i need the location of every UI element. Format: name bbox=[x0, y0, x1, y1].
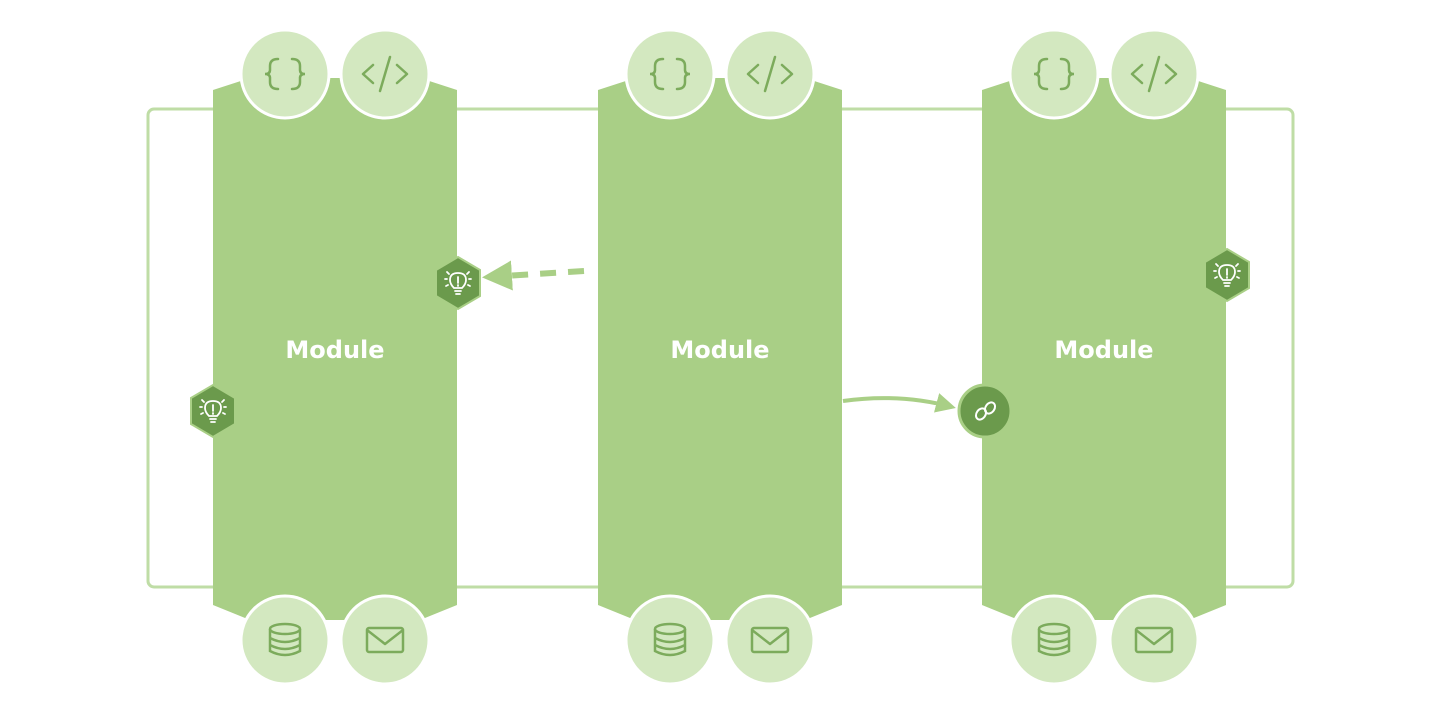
module-2[interactable]: Module bbox=[598, 78, 842, 620]
module-1-body bbox=[213, 78, 457, 620]
module-1-label: Module bbox=[285, 336, 384, 364]
code-tag-icon[interactable] bbox=[339, 28, 431, 120]
mail-icon[interactable] bbox=[1108, 594, 1200, 686]
mail-icon[interactable] bbox=[724, 594, 816, 686]
module-2-label: Module bbox=[670, 336, 769, 364]
lightbulb-icon bbox=[444, 271, 472, 295]
module-1[interactable]: Module bbox=[213, 78, 457, 620]
solid-connection-arrow bbox=[842, 393, 956, 413]
lightbulb-icon bbox=[199, 399, 227, 423]
database-icon[interactable] bbox=[624, 594, 716, 686]
lightbulb-port-module-3-right[interactable] bbox=[1204, 247, 1250, 303]
lightbulb-icon bbox=[1213, 263, 1241, 287]
braces-icon[interactable] bbox=[624, 28, 716, 120]
code-tag-icon[interactable] bbox=[1108, 28, 1200, 120]
braces-icon[interactable] bbox=[1008, 28, 1100, 120]
lightbulb-port-module-1-right[interactable] bbox=[435, 255, 481, 311]
mail-icon[interactable] bbox=[339, 594, 431, 686]
code-tag-icon[interactable] bbox=[724, 28, 816, 120]
braces-icon[interactable] bbox=[239, 28, 331, 120]
beans-port-module-3-left[interactable] bbox=[957, 383, 1013, 439]
dashed-connection-arrow bbox=[482, 260, 585, 291]
module-3-label: Module bbox=[1054, 336, 1153, 364]
module-3[interactable]: Module bbox=[982, 78, 1226, 620]
module-3-body bbox=[982, 78, 1226, 620]
module-2-body bbox=[598, 78, 842, 620]
database-icon[interactable] bbox=[1008, 594, 1100, 686]
database-icon[interactable] bbox=[239, 594, 331, 686]
beans-icon bbox=[974, 401, 997, 421]
lightbulb-port-module-1-left[interactable] bbox=[190, 383, 236, 439]
